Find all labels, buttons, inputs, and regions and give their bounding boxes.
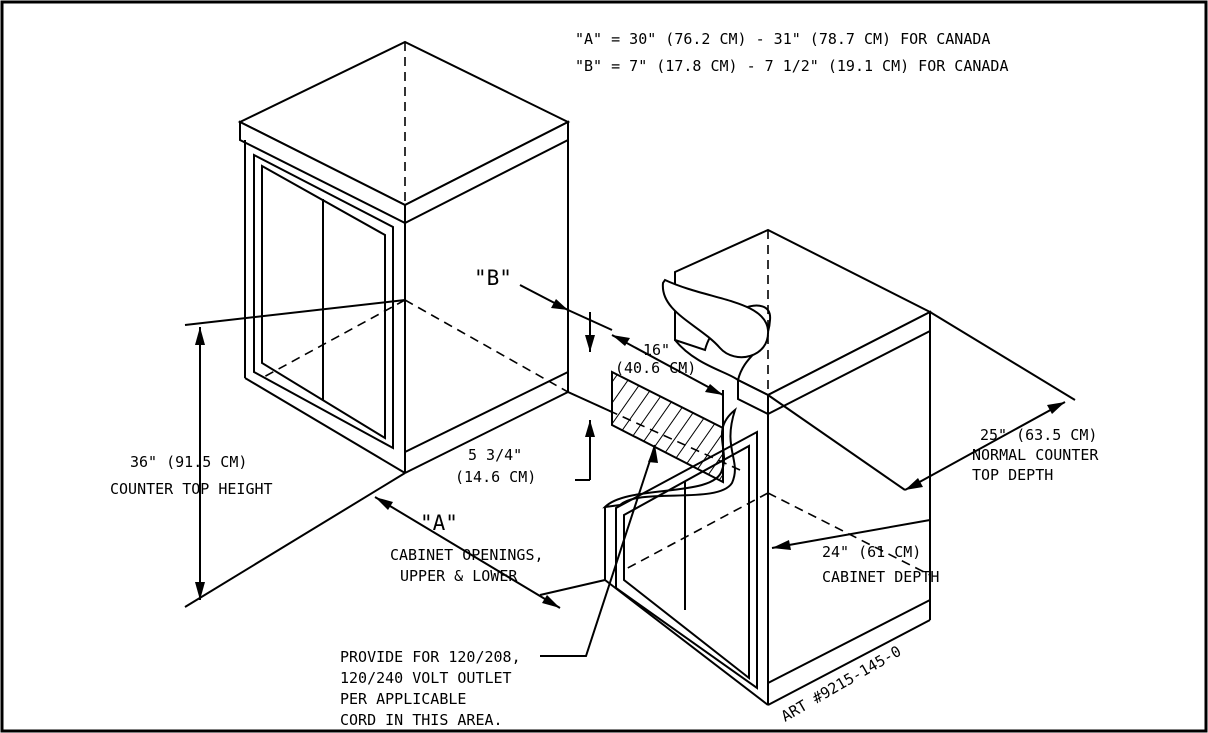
counter-height-2: COUNTER TOP HEIGHT [110, 480, 273, 498]
a-marker: "A" [420, 511, 458, 535]
note-b: "B" = 7" (17.8 CM) - 7 1/2" (19.1 CM) FO… [575, 57, 1008, 75]
cabinet-openings-2: UPPER & LOWER [400, 567, 518, 585]
dimension-lines [184, 284, 1076, 657]
opening-height-1: 5 3/4" [468, 446, 522, 464]
counter-height-1: 36" (91.5 CM) [130, 453, 247, 471]
note-a: "A" = 30" (76.2 CM) - 31" (78.7 CM) FOR … [575, 30, 990, 48]
left-cabinet [237, 40, 571, 474]
b-marker: "B" [474, 266, 512, 290]
counter-depth-2: NORMAL COUNTER [972, 446, 1099, 464]
outlet-area-hatch [611, 370, 724, 484]
cabinet-depth-1: 24" (61 CM) [822, 543, 921, 561]
cabinet-depth-2: CABINET DEPTH [822, 568, 939, 586]
counter-depth-1: 25" (63.5 CM) [980, 426, 1097, 444]
outlet-note-2: 120/240 VOLT OUTLET [340, 669, 512, 687]
counter-depth-3: TOP DEPTH [972, 466, 1053, 484]
opening-width-2: (40.6 CM) [615, 359, 696, 377]
outlet-note-4: CORD IN THIS AREA. [340, 711, 503, 729]
opening-width-1: 16" [643, 341, 670, 359]
outlet-note-3: PER APPLICABLE [340, 690, 466, 708]
art-number: ART #9215-145-0 [778, 642, 904, 725]
opening-height-2: (14.6 CM) [455, 468, 536, 486]
outlet-note-1: PROVIDE FOR 120/208, [340, 648, 521, 666]
cabinet-openings-1: CABINET OPENINGS, [390, 546, 544, 564]
right-cabinet [602, 228, 933, 706]
